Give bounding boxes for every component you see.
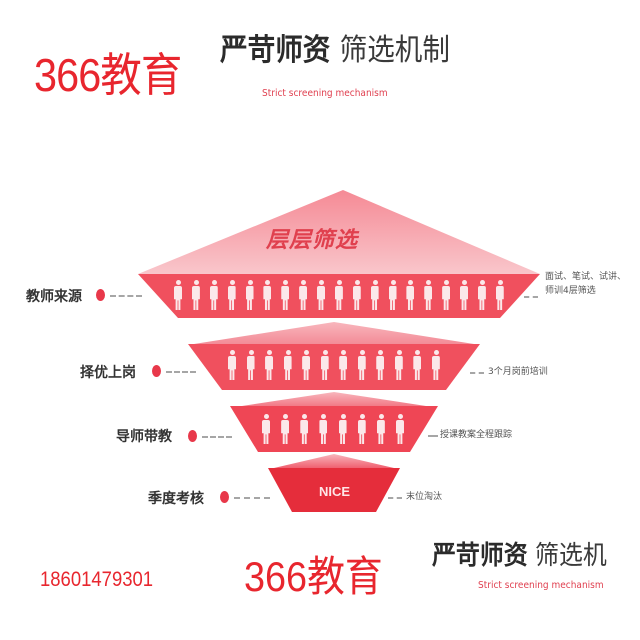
tier-label-3: 导师带教: [116, 429, 172, 445]
person-icon: [284, 350, 292, 380]
brand-logo-footer: 366教育: [244, 553, 383, 600]
person-icon: [396, 414, 404, 444]
page-subtitle: Strict screening mechanism: [262, 88, 388, 99]
person-icon: [228, 280, 236, 310]
person-icon: [281, 414, 289, 444]
person-icon: [321, 350, 329, 380]
person-icon: [460, 280, 468, 310]
connector-line: [388, 497, 402, 499]
page-title: 严苛师资筛选机制: [220, 36, 450, 66]
person-icon: [432, 350, 440, 380]
people-row-2: [228, 350, 440, 380]
person-icon: [265, 350, 273, 380]
funnel-tier-2: [184, 322, 484, 392]
person-icon: [389, 280, 397, 310]
tier-note-2: 3个月岗前培训: [488, 367, 548, 377]
person-icon: [358, 350, 366, 380]
person-icon: [192, 280, 200, 310]
nice-badge: NICE: [319, 484, 351, 499]
connector-line: [470, 372, 484, 374]
footer-subtitle: Strict screening mechanism: [478, 580, 604, 591]
person-icon: [247, 350, 255, 380]
person-icon: [302, 350, 310, 380]
connector-line: [234, 497, 270, 499]
person-icon: [263, 280, 271, 310]
person-icon: [358, 414, 366, 444]
funnel-tier-4: NICE: [266, 454, 402, 514]
person-icon: [300, 414, 308, 444]
title-light: 筛选机制: [339, 33, 450, 68]
people-row-1: [174, 280, 504, 310]
person-icon: [339, 350, 347, 380]
connector-line: [428, 435, 438, 437]
brand-logo: 366教育: [34, 49, 182, 101]
person-icon: [210, 280, 218, 310]
person-icon: [424, 280, 432, 310]
bullet-dot-icon: [96, 289, 105, 301]
person-icon: [262, 414, 270, 444]
person-icon: [413, 350, 421, 380]
bullet-dot-icon: [152, 365, 161, 377]
connector-line: [110, 295, 142, 297]
tier-note-1: 面试、笔试、试讲、 师训4层筛选: [545, 272, 627, 296]
title-light: 筛选机: [535, 541, 607, 571]
title-bold: 严苛师资: [220, 33, 331, 68]
tier-note-4: 末位淘汰: [406, 492, 443, 502]
person-icon: [377, 414, 385, 444]
person-icon: [319, 414, 327, 444]
bullet-dot-icon: [188, 430, 197, 442]
phone-number: 18601479301: [40, 568, 154, 591]
connector-line: [524, 296, 538, 298]
person-icon: [442, 280, 450, 310]
person-icon: [335, 280, 343, 310]
connector-line: [202, 436, 232, 438]
tier-note-3: 授课教案全程跟踪: [440, 430, 513, 440]
funnel-tier-1: 层层筛选: [138, 186, 540, 320]
tier-label-2: 择优上岗: [80, 365, 136, 381]
person-icon: [478, 280, 486, 310]
person-icon: [496, 280, 504, 310]
tier-label-1: 教师来源: [26, 289, 82, 305]
person-icon: [174, 280, 182, 310]
person-icon: [299, 280, 307, 310]
funnel-tier-3: [226, 392, 442, 454]
people-row-3: [262, 414, 404, 444]
title-bold: 严苛师资: [432, 541, 528, 571]
person-icon: [246, 280, 254, 310]
footer-title: 严苛师资筛选机: [432, 543, 607, 569]
person-icon: [353, 280, 361, 310]
person-icon: [406, 280, 414, 310]
tier-label-4: 季度考核: [148, 491, 204, 507]
person-icon: [228, 350, 236, 380]
person-icon: [339, 414, 347, 444]
person-icon: [317, 280, 325, 310]
connector-line: [166, 371, 196, 373]
person-icon: [281, 280, 289, 310]
person-icon: [395, 350, 403, 380]
person-icon: [376, 350, 384, 380]
funnel-title: 层层筛选: [266, 228, 359, 253]
bullet-dot-icon: [220, 491, 229, 503]
person-icon: [371, 280, 379, 310]
